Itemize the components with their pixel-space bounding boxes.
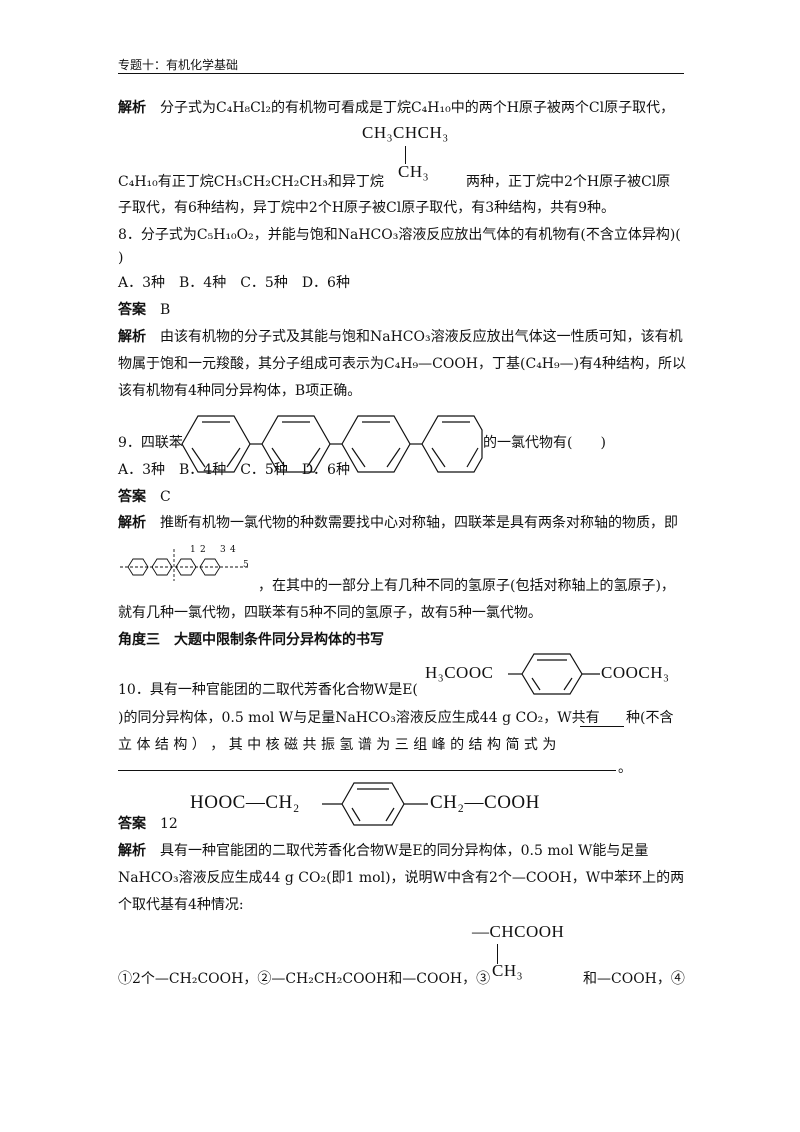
- branch-formula-top: —CHCOOH: [472, 922, 565, 941]
- axis-number-2: 2: [200, 545, 206, 555]
- isobutane-formula-top: CH₃CHCH₃: [362, 123, 449, 142]
- q7-explain-line3: 子取代，有6种结构，异丁烷中2个H原子被Cl原子取代，有3种结构，共有9种。: [118, 200, 616, 216]
- q10-stem-line2: )的同分异构体，0.5 mol W与足量NaHCO₃溶液反应生成44 g CO₂…: [118, 710, 600, 726]
- q10-answer-label: 答案: [118, 816, 146, 832]
- page-header: 专题十：有机化学基础: [118, 58, 239, 72]
- q8-stem-line1: 8．分子式为C₅H₁₀O₂，并能与饱和NaHCO₃溶液反应放出气体的有机物有(不…: [118, 227, 681, 243]
- q9-stem-suffix: 的一氯代物有( ): [483, 435, 606, 451]
- axis-number-4: 4: [230, 545, 236, 555]
- q10-count-blank[interactable]: [580, 712, 624, 727]
- q10-stem-line4-end: 。: [618, 760, 632, 776]
- q10-explain-line3: 个取代基有4种情况:: [118, 897, 244, 913]
- q10-stem-line2-end: 种(不含: [626, 710, 674, 726]
- q10-stem-line3: 立 体 结 构 ） ， 其 中 核 磁 共 振 氢 谱 为 三 组 峰 的 结 …: [118, 737, 557, 753]
- q9-explain-line2: ，在其中的一部分上有几种不同的氢原子(包括对称轴上的氢原子)，: [258, 578, 675, 594]
- q9-answer: C: [160, 489, 171, 505]
- q8-answer-label: 答案: [118, 302, 146, 318]
- e-formula-left: H₃COOC: [425, 663, 494, 682]
- q10-explain-line4a: ①2个—CH₂COOH，②—CH₂CH₂COOH和—COOH，③: [118, 971, 491, 987]
- q9-explain-line1: 推断有机物一氯代物的种数需要找中心对称轴，四联苯是具有两条对称轴的物质，即: [160, 515, 678, 531]
- q8-options: A．3种 B．4种 C．5种 D．6种: [118, 275, 350, 291]
- q9-answer-label: 答案: [118, 489, 146, 505]
- e-benzene-ring: [508, 653, 600, 695]
- answer-formula-left: HOOC—CH₂: [190, 792, 300, 813]
- branch-formula-bottom: CH₃: [492, 961, 524, 980]
- q7-explain-line2a: C₄H₁₀有正丁烷CH₃CH₂CH₂CH₃和异丁烷: [118, 174, 384, 190]
- axis-number-1: 1: [190, 545, 196, 555]
- isobutane-formula-bottom: CH₃: [398, 162, 430, 181]
- answer-formula-right: CH₂—COOH: [430, 792, 540, 813]
- q10-explain-line1: 具有一种官能团的二取代芳香化合物W是E的同分异构体，0.5 mol W能与足量: [160, 843, 649, 859]
- q10-explain-line2: NaHCO₃溶液反应生成44 g CO₂(即1 mol)，说明W中含有2个—CO…: [118, 870, 685, 886]
- q10-explain-line4b: 和—COOH，④: [583, 971, 685, 987]
- q8-explain-line3: 该有机物有4种同分异构体，B项正确。: [118, 383, 362, 399]
- quaterphenyl-symmetry-axis: [120, 549, 250, 581]
- branch-bond: [497, 944, 498, 964]
- q7-explain-line2b: 两种，正丁烷中2个H原子被Cl原: [466, 174, 671, 190]
- header-rule: [118, 73, 684, 74]
- q10-structure-blank[interactable]: [118, 770, 616, 771]
- q8-stem-line2: ): [118, 250, 124, 266]
- q8-answer: B: [160, 302, 171, 318]
- e-formula-right: COOCH₃: [601, 663, 670, 682]
- q9-stem-prefix: 9．四联苯: [118, 435, 183, 451]
- answer-benzene-ring: [322, 782, 428, 826]
- q9-explain-label: 解析: [118, 515, 146, 531]
- q10-answer: 12: [160, 816, 178, 832]
- q9-options: A．3种 B．4种 C．5种 D．6种: [118, 462, 350, 478]
- q8-explain-line2: 物属于饱和一元羧酸，其分子组成可表示为C₄H₉—COOH，丁基(C₄H₉—)有4…: [118, 356, 686, 372]
- q10-explain-label: 解析: [118, 843, 146, 859]
- section-title: 角度三 大题中限制条件同分异构体的书写: [118, 632, 384, 648]
- axis-number-5: 5: [243, 560, 249, 570]
- q8-explain-line1: 由该有机物的分子式及其能与饱和NaHCO₃溶液反应放出气体这一性质可知，该有机: [160, 329, 683, 345]
- q10-stem-line1: 10．具有一种官能团的二取代芳香化合物W是E(: [118, 682, 418, 698]
- axis-number-3: 3: [220, 545, 226, 555]
- quaterphenyl-structure: [181, 415, 483, 473]
- q9-explain-line3: 就有几种一氯代物，四联苯有5种不同的氢原子，故有5种一氯代物。: [118, 605, 542, 621]
- isobutane-bond: [405, 146, 406, 164]
- q7-explain-line1: 分子式为C₄H₈Cl₂的有机物可看成是丁烷C₄H₁₀中的两个H原子被两个Cl原子…: [160, 100, 675, 116]
- q7-explain-label: 解析: [118, 100, 146, 116]
- q8-explain-label: 解析: [118, 329, 146, 345]
